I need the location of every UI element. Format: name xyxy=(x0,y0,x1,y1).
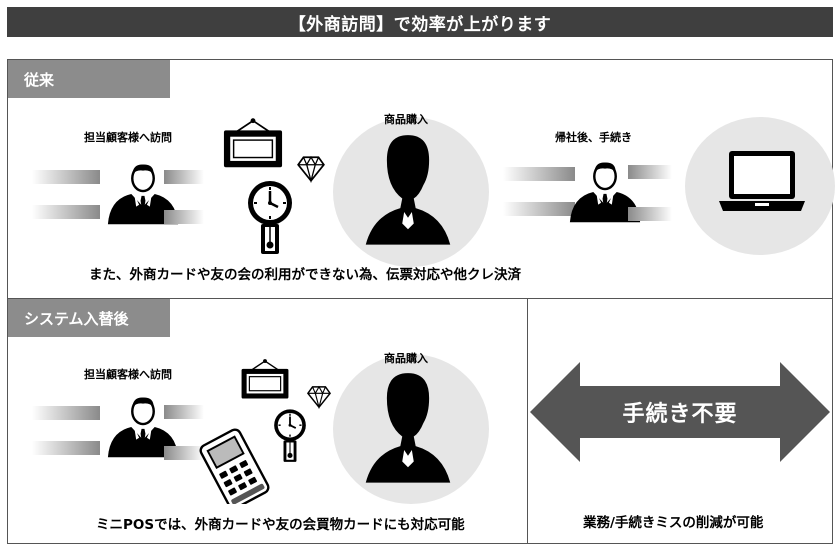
page-title: 【外商訪問】で効率が上がります xyxy=(7,7,833,37)
no-procedure-label: 手続き不要 xyxy=(622,402,738,427)
customer-silhouette-icon xyxy=(360,366,456,484)
before-return-caption: 帰社後、手続き xyxy=(555,131,632,144)
pendulum-clock-icon xyxy=(245,178,295,258)
speed-line xyxy=(32,441,100,455)
before-footer: また、外商カードや友の会の利用ができない為、伝票対応や他クレ決済 xyxy=(89,267,521,283)
picture-frame-icon xyxy=(240,356,290,402)
before-visit-caption: 担当顧客様へ訪問 xyxy=(84,131,172,144)
laptop-icon xyxy=(717,148,807,214)
pos-terminal-icon xyxy=(196,428,272,504)
after-label: システム入替後 xyxy=(8,299,170,337)
pendulum-clock-icon xyxy=(272,407,308,465)
after-footer: ミニPOSでは、外商カードや友の会買物カードにも対応可能 xyxy=(96,517,465,533)
speed-line xyxy=(503,167,575,181)
speed-line xyxy=(628,207,672,221)
speed-line xyxy=(32,205,100,219)
picture-frame-icon xyxy=(222,115,284,171)
double-arrow-icon: 手続き不要 xyxy=(528,360,832,464)
speed-line xyxy=(164,446,204,460)
speed-line xyxy=(32,406,100,420)
result-text: 業務/手続きミスの削減が可能 xyxy=(583,515,764,531)
speed-line xyxy=(164,170,204,184)
speed-line xyxy=(628,165,672,179)
before-label: 従来 xyxy=(8,60,170,98)
speed-line xyxy=(503,202,575,216)
customer-silhouette-icon xyxy=(360,128,456,246)
speed-line xyxy=(164,405,204,419)
after-purchase-caption: 商品購入 xyxy=(384,352,428,365)
speed-line xyxy=(164,210,204,224)
diamond-icon xyxy=(296,155,326,183)
before-purchase-caption: 商品購入 xyxy=(384,113,428,126)
diamond-icon xyxy=(306,385,332,409)
after-visit-caption: 担当顧客様へ訪問 xyxy=(84,368,172,381)
speed-line xyxy=(32,170,100,184)
